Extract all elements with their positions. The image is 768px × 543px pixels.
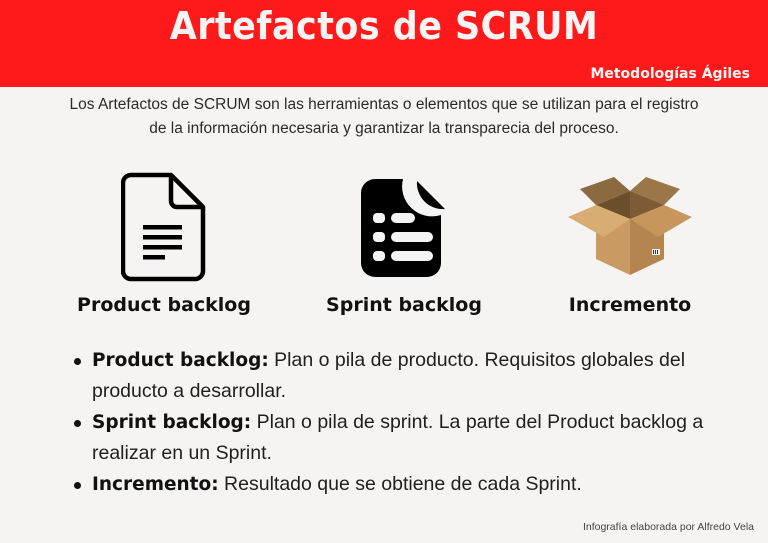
artifact-label: Incremento (568, 294, 692, 316)
list-document-icon (361, 179, 445, 277)
intro-line-2: de la información necesaria y garantizar… (149, 120, 619, 137)
bullet-icon (74, 482, 81, 489)
list-item: Incremento: Resultado que se obtiene de … (72, 469, 752, 500)
cardboard-box-icon (568, 177, 692, 275)
bullet-icon (74, 420, 81, 427)
artifact-incremento: Incremento (520, 168, 740, 316)
artifact-label: Product backlog (77, 294, 251, 316)
footer-credit: Infografía elaborada por Alfredo Vela (582, 521, 754, 533)
definition-text: Plan o pila de sprint. La parte del Prod… (92, 411, 704, 464)
definition-term: Sprint backlog: (92, 412, 252, 433)
page-title: Artefactos de SCRUM (169, 4, 599, 48)
artifact-product-backlog: Product backlog (54, 168, 274, 316)
artifact-label: Sprint backlog (326, 294, 482, 316)
definitions-list: Product backlog: Plan o pila de producto… (72, 345, 752, 500)
bullet-icon (74, 358, 81, 365)
definition-text: Resultado que se obtiene de cada Sprint. (218, 473, 582, 495)
list-item: Product backlog: Plan o pila de producto… (72, 345, 752, 407)
artifact-sprint-backlog: Sprint backlog (294, 168, 514, 316)
page-subtitle: Metodologías Ágiles (590, 66, 750, 82)
definition-term: Incremento: (92, 474, 219, 495)
document-outline-icon (121, 172, 206, 282)
header-banner: Artefactos de SCRUM Metodologías Ágiles (0, 0, 768, 87)
intro-paragraph: Los Artefactos de SCRUM son las herramie… (0, 93, 768, 141)
list-item: Sprint backlog: Plan o pila de sprint. L… (72, 407, 752, 469)
definition-text: Plan o pila de producto. Requisitos glob… (92, 349, 686, 402)
intro-line-1: Los Artefactos de SCRUM son las herramie… (69, 96, 699, 113)
definition-term: Product backlog: (92, 350, 269, 371)
